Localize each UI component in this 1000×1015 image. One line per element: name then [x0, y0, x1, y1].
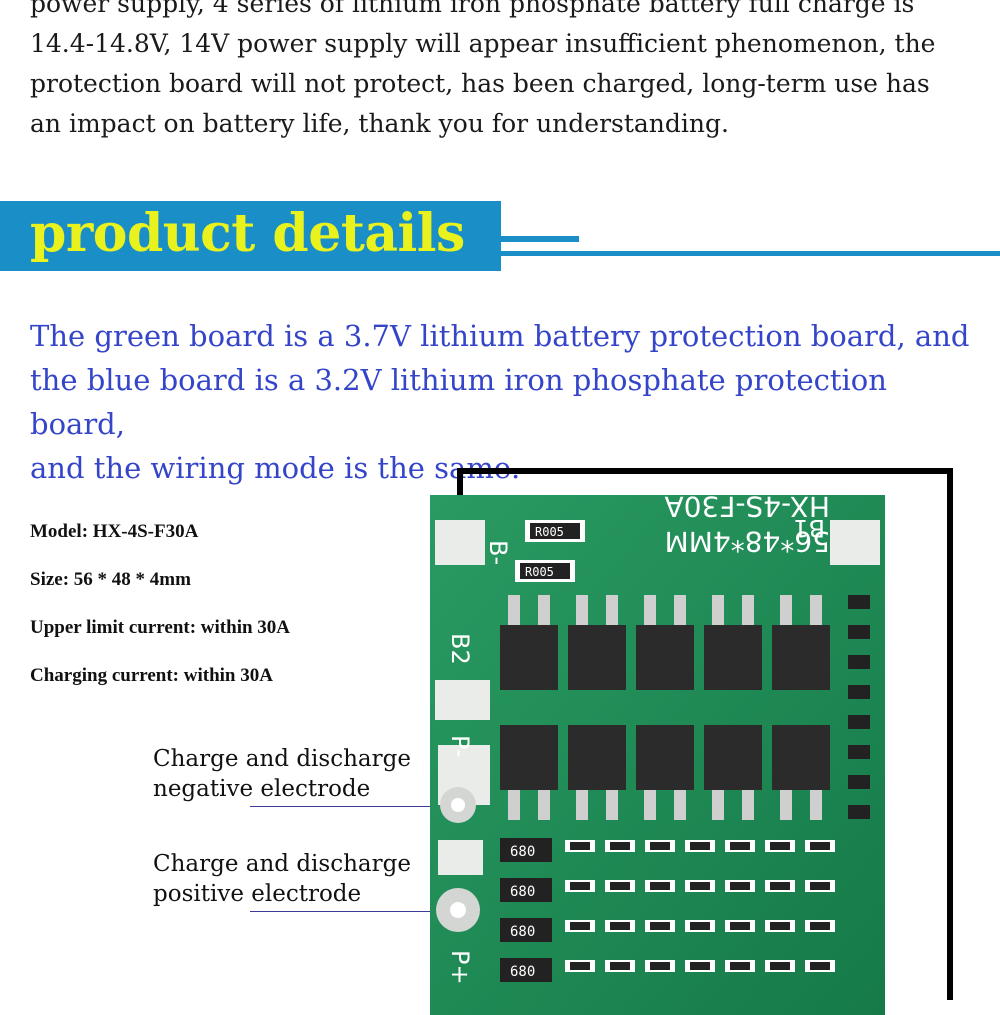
positive-leader-line [250, 911, 450, 912]
resistor-label: R005 [535, 525, 564, 539]
pad-b1 [830, 520, 880, 565]
svg-text:680: 680 [510, 924, 535, 940]
callout-line: Charge and discharge [153, 746, 411, 772]
callout-positive: Charge and discharge positive electrode [153, 849, 411, 909]
board-size-text: 56*48*4MM [665, 525, 830, 558]
wire-top [457, 468, 953, 474]
negative-leader-line [250, 806, 450, 807]
pad-label-b2: B2 [446, 633, 474, 665]
wire-right [947, 468, 953, 1000]
side-components [848, 595, 870, 819]
banner-stripe-long [501, 251, 1000, 256]
board-silkscreen: 56*48*4MM HX-4S-F30A [664, 495, 830, 558]
board-description: The green board is a 3.7V lithium batter… [30, 314, 990, 490]
callout-line: positive electrode [153, 881, 362, 907]
svg-text:680: 680 [510, 884, 535, 900]
spec-charging-current: Charging current: within 30A [30, 665, 273, 686]
intro-line: an impact on battery life, thank you for… [30, 109, 729, 138]
pad-label-b-minus: B- [484, 540, 512, 565]
description-line: and the wiring mode is the same. [30, 451, 521, 485]
board-model-text: HX-4S-F30A [664, 495, 830, 523]
callout-negative: Charge and discharge negative electrode [153, 744, 411, 804]
protection-board-image: 56*48*4MM HX-4S-F30A R005 R005 [430, 495, 885, 1015]
svg-text:680: 680 [510, 844, 535, 860]
banner-stripe [501, 236, 579, 242]
svg-text:680: 680 [510, 964, 535, 980]
section-title: product details [30, 203, 465, 264]
pad-label-p-minus: P- [446, 735, 474, 758]
intro-paragraph: power supply, 4 series of lithium iron p… [30, 0, 980, 144]
spec-list: Model: HX-4S-F30A Size: 56 * 48 * 4mm Up… [30, 508, 290, 700]
spec-model: Model: HX-4S-F30A [30, 521, 199, 542]
section-banner: product details [0, 201, 501, 271]
description-line: The green board is a 3.7V lithium batter… [30, 319, 970, 353]
description-line: the blue board is a 3.2V lithium iron ph… [30, 363, 887, 441]
intro-line: power supply, 4 series of lithium iron p… [30, 0, 915, 18]
pad-b2 [435, 680, 490, 720]
spec-upper-current: Upper limit current: within 30A [30, 617, 291, 638]
intro-line: 14.4-14.8V, 14V power supply will appear… [30, 29, 936, 58]
mosfet-row-bottom [500, 725, 830, 820]
pad-label-b1: B1 [793, 514, 825, 542]
pad-b-minus [435, 520, 485, 565]
pad-label-p-plus: P+ [446, 950, 474, 985]
mosfet-row-top [500, 595, 830, 690]
resistor-label: R005 [525, 565, 554, 579]
callout-line: Charge and discharge [153, 851, 411, 877]
resistor-680-column: 680 680 680 680 [500, 838, 552, 982]
intro-line: protection board will not protect, has b… [30, 69, 930, 98]
spec-size: Size: 56 * 48 * 4mm [30, 569, 191, 590]
callout-line: negative electrode [153, 776, 371, 802]
